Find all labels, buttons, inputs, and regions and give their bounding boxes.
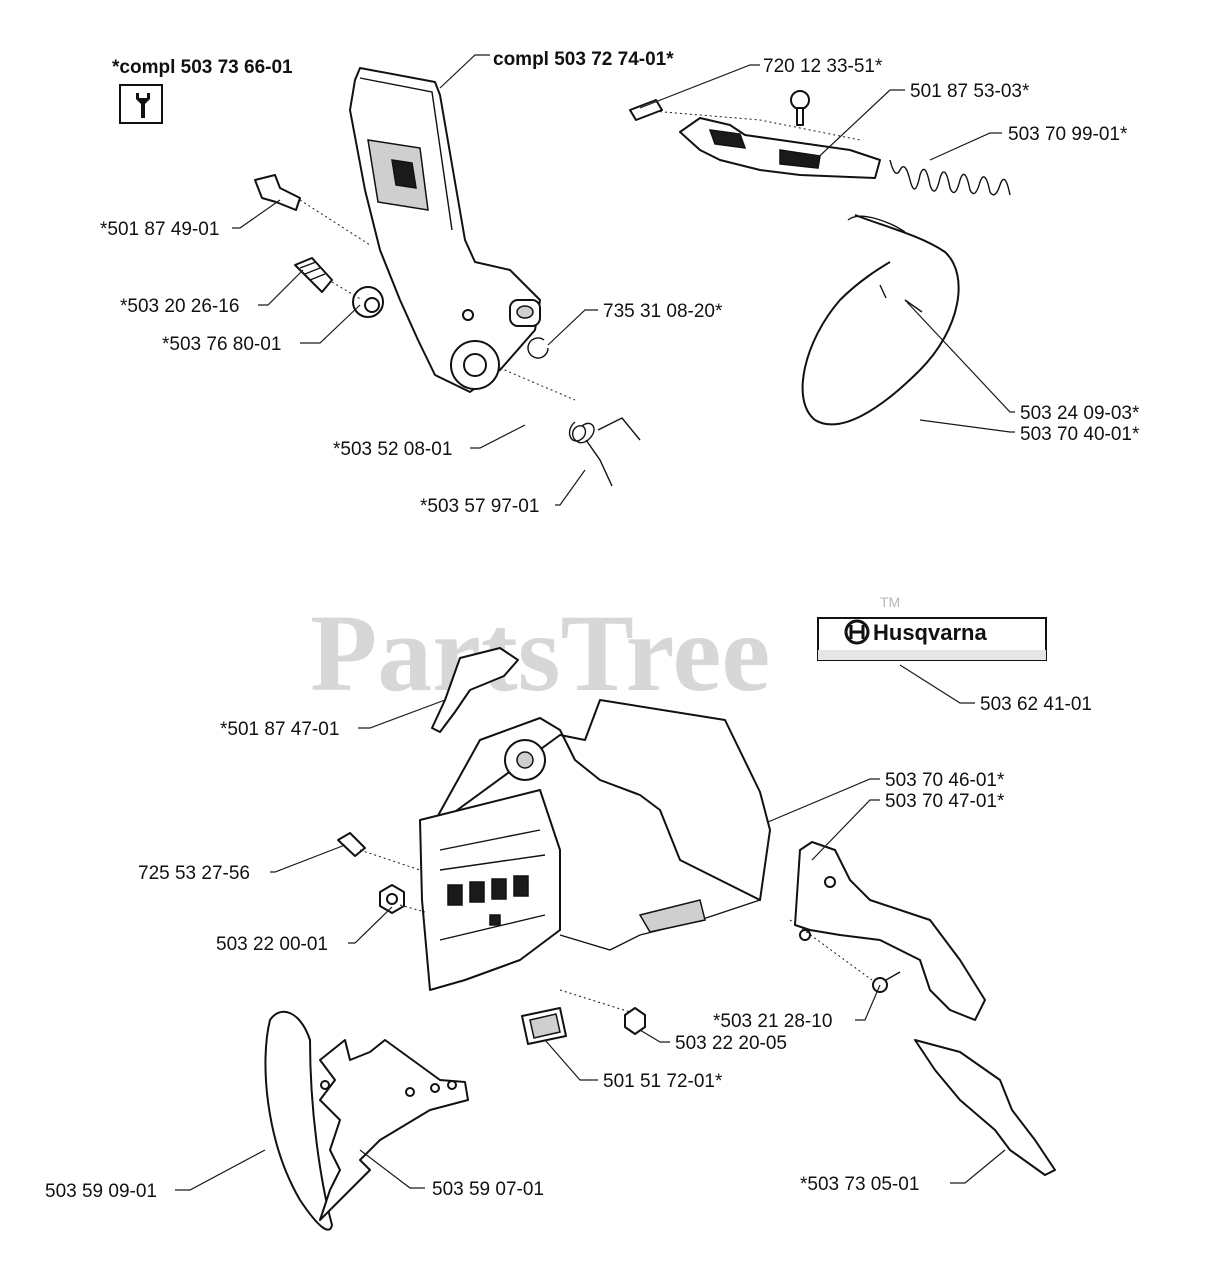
part-label-503-70-40-01: 503 70 40-01* bbox=[1020, 424, 1140, 445]
part-labels: 720 12 33-51* 501 87 53-03* 503 70 99-01… bbox=[45, 56, 1140, 1202]
part-label-503-52-08-01: *503 52 08-01 bbox=[333, 439, 452, 460]
watermark-trademark: TM bbox=[880, 594, 900, 610]
part-label-503-21-28-10: *503 21 28-10 bbox=[713, 1011, 832, 1032]
part-label-501-87-53-03: 501 87 53-03* bbox=[910, 81, 1030, 102]
brand-decal-text: Husqvarna bbox=[873, 620, 987, 645]
cover-nut-drawing bbox=[379, 884, 405, 914]
brake-handle-drawing bbox=[349, 67, 541, 393]
part-label-503-73-05-01: *503 73 05-01 bbox=[800, 1174, 919, 1195]
side-plate-drawing bbox=[264, 1010, 333, 1231]
watermark: PartsTree TM bbox=[310, 592, 900, 714]
part-label-720-12-33-51: 720 12 33-51* bbox=[763, 56, 883, 77]
wrench-icon bbox=[119, 84, 163, 124]
part-label-503-70-99-01: 503 70 99-01* bbox=[1008, 124, 1128, 145]
part-label-503-59-09-01: 503 59 09-01 bbox=[45, 1181, 157, 1202]
bumper-spike-drawing bbox=[319, 1039, 469, 1221]
kit-label-right: compl 503 72 74-01* bbox=[493, 49, 674, 70]
circlip-drawing bbox=[527, 337, 549, 359]
rubber-buffer-drawing bbox=[521, 1007, 567, 1045]
part-label-503-24-09-03: 503 24 09-03* bbox=[1020, 403, 1140, 424]
bushing-drawing bbox=[509, 299, 541, 327]
brake-lever-drawing bbox=[629, 90, 881, 179]
part-label-725-53-27-56: 725 53 27-56 bbox=[138, 863, 250, 884]
part-label-503-22-20-05: 503 22 20-05 bbox=[675, 1033, 787, 1054]
part-label-503-57-97-01: *503 57 97-01 bbox=[420, 496, 539, 517]
husqvarna-logo-icon bbox=[844, 619, 870, 645]
part-label-735-31-08-20: 735 31 08-20* bbox=[603, 301, 723, 322]
coil-spring-drawing bbox=[889, 159, 1011, 196]
part-label-503-59-07-01: 503 59 07-01 bbox=[432, 1179, 544, 1200]
part-label-503-70-47-01: 503 70 47-01* bbox=[885, 791, 1005, 812]
bar-nut-drawing bbox=[624, 1007, 646, 1035]
leader-lines bbox=[175, 54, 1015, 1191]
guard-screw-drawing bbox=[872, 971, 901, 993]
watermark-text: PartsTree bbox=[310, 592, 770, 714]
clutch-cover-drawing bbox=[419, 647, 771, 991]
brand-decal: Husqvarna bbox=[817, 617, 1047, 661]
spring-drawing bbox=[568, 417, 641, 487]
cover-screw-drawing bbox=[337, 832, 366, 857]
part-label-503-62-41-01: 503 62 41-01 bbox=[980, 694, 1092, 715]
part-label-503-22-00-01: 503 22 00-01 bbox=[216, 934, 328, 955]
brake-band-drawing bbox=[801, 214, 960, 426]
nut-drawing bbox=[352, 286, 384, 318]
sprocket-guard-drawing bbox=[794, 841, 986, 1021]
kit-label-left: *compl 503 73 66-01 bbox=[112, 57, 293, 78]
part-label-503-70-46-01: 503 70 46-01* bbox=[885, 770, 1005, 791]
part-label-501-51-72-01: 501 51 72-01* bbox=[603, 1071, 723, 1092]
part-label-503-20-26-16: *503 20 26-16 bbox=[120, 296, 239, 317]
screw-drawing bbox=[294, 257, 333, 293]
part-label-501-87-49-01: *501 87 49-01 bbox=[100, 219, 219, 240]
guard-plate-drawing bbox=[914, 1039, 1056, 1176]
pivot-bolt-drawing bbox=[254, 174, 301, 211]
part-label-503-76-80-01: *503 76 80-01 bbox=[162, 334, 281, 355]
part-label-501-87-47-01: *501 87 47-01 bbox=[220, 719, 339, 740]
